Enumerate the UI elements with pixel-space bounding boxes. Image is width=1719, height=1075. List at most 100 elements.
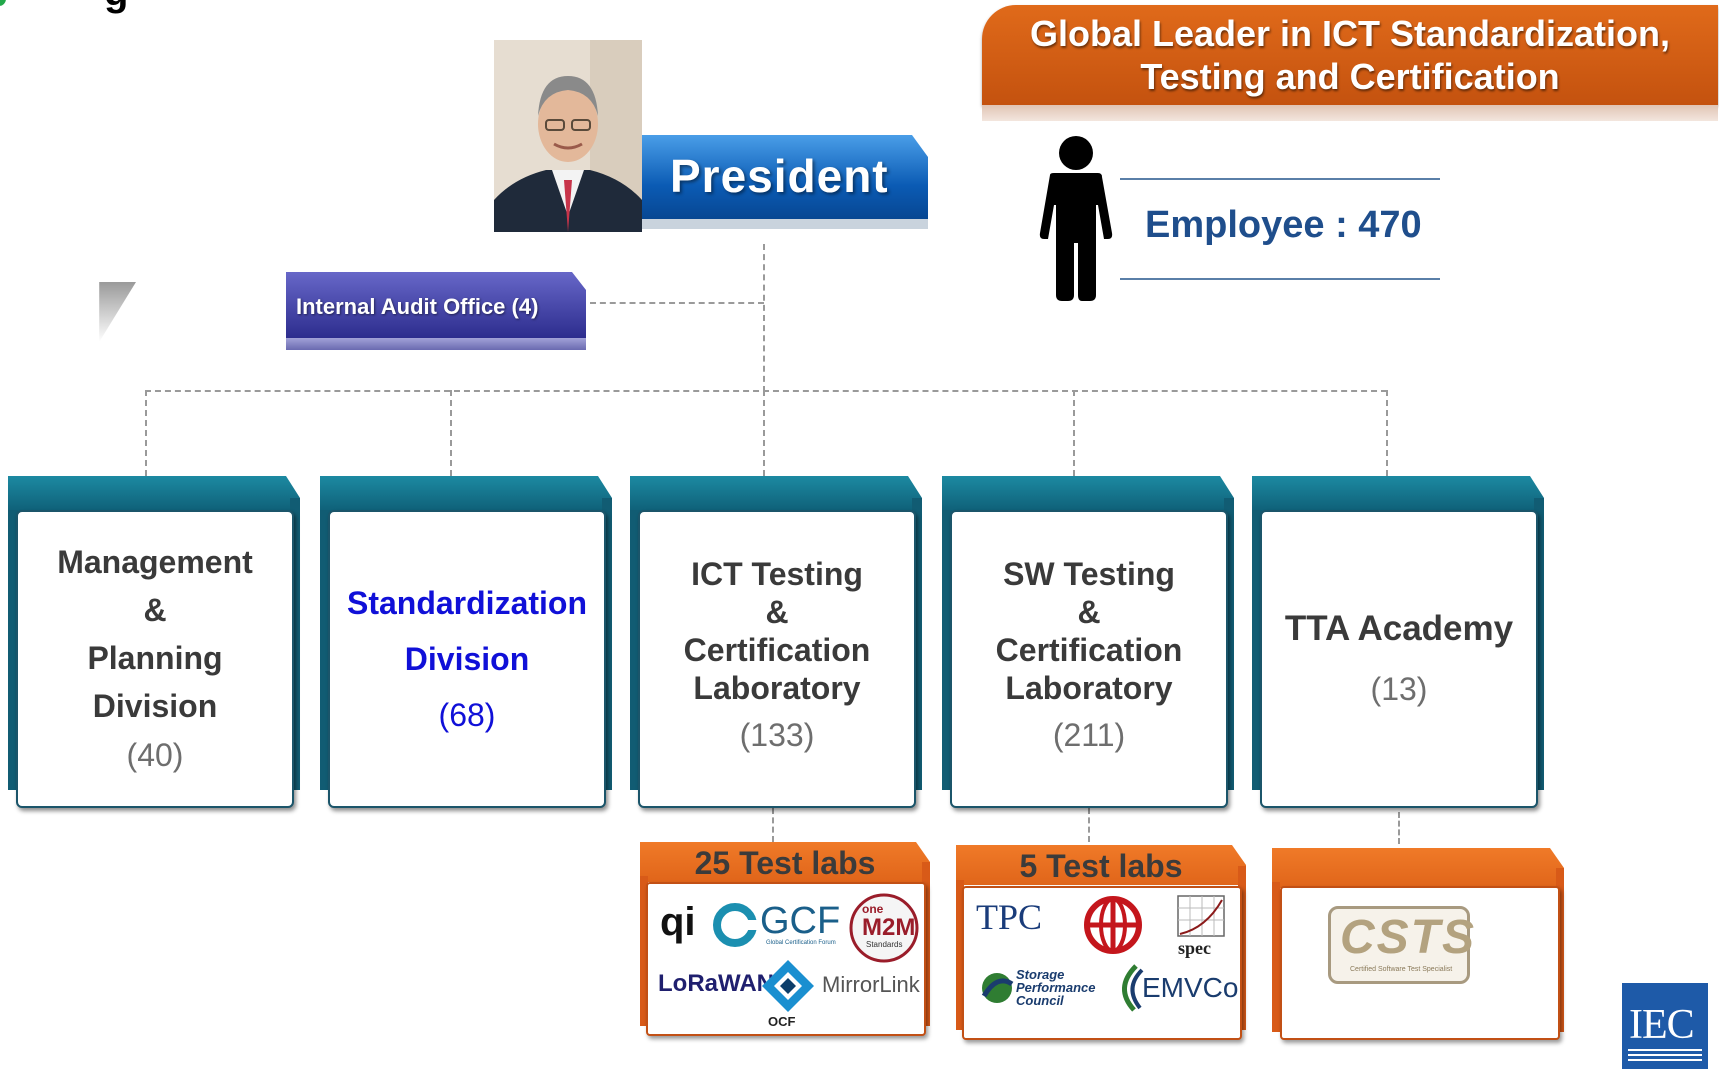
division-3-line-3: Certification bbox=[683, 632, 871, 668]
division-3-side bbox=[630, 510, 640, 790]
division-2-tab bbox=[320, 476, 612, 516]
spc-swirl-icon bbox=[981, 973, 1014, 1003]
division-standardization: Standardization Division (68) bbox=[328, 510, 606, 808]
division-2-side-right bbox=[602, 498, 612, 790]
lab-1-logos: qi GCF Global Certification Forum one M2… bbox=[646, 882, 926, 1036]
division-4-line-3: Certification bbox=[995, 632, 1183, 668]
ocf-logo: OCF bbox=[768, 1014, 796, 1029]
globe-logo-icon bbox=[1084, 896, 1142, 954]
connector-division-3 bbox=[763, 390, 765, 476]
division-4-tab bbox=[942, 476, 1234, 516]
division-1-side bbox=[8, 510, 18, 790]
division-5-side bbox=[1252, 510, 1262, 790]
division-2-side bbox=[320, 510, 330, 790]
connector-division-4 bbox=[1073, 390, 1075, 476]
division-5-line-1: TTA Academy bbox=[1284, 609, 1514, 648]
division-1-side-right bbox=[290, 498, 300, 790]
iec-logo: IEC bbox=[1622, 983, 1708, 1069]
division-3-line-2: & bbox=[765, 594, 789, 630]
division-1-tab bbox=[8, 476, 300, 516]
lab-3-header bbox=[1272, 848, 1564, 888]
division-4-count: (211) bbox=[1052, 717, 1126, 753]
division-4-line-4: Laboratory bbox=[1005, 670, 1173, 706]
division-sw-testing-lab: SW Testing & Certification Laboratory (2… bbox=[950, 510, 1228, 808]
president-box: President bbox=[642, 135, 928, 227]
portrait-image bbox=[494, 40, 642, 232]
division-2-count: (68) bbox=[438, 697, 496, 733]
gcf-subtitle: Global Certification Forum bbox=[766, 940, 836, 946]
internal-audit-box: Internal Audit Office (4) bbox=[286, 272, 586, 338]
connector-president-trunk bbox=[763, 244, 765, 392]
lab-2-side bbox=[956, 880, 964, 1030]
division-2-line-1: Standardization bbox=[346, 585, 587, 621]
iec-label: IEC bbox=[1629, 1002, 1695, 1048]
division-1-line-4: Division bbox=[92, 688, 218, 724]
csts-badge bbox=[1328, 906, 1470, 984]
president-label: President bbox=[670, 150, 889, 202]
banner-foot bbox=[982, 105, 1718, 121]
spec-logo: spec bbox=[1178, 938, 1211, 958]
internal-audit-label: Internal Audit Office (4) bbox=[296, 294, 539, 319]
employee-top-rule bbox=[1120, 178, 1440, 180]
decorative-wedge bbox=[99, 282, 136, 342]
internal-audit-box-foot bbox=[286, 338, 586, 350]
spc-line-2: Performance bbox=[1016, 980, 1096, 995]
division-1-line-3: Planning bbox=[87, 640, 223, 676]
division-4-line-2: & bbox=[1077, 594, 1101, 630]
connector-audit bbox=[590, 302, 764, 304]
division-4-line-1: SW Testing bbox=[1003, 556, 1175, 592]
spc-logo: Storage Performance Council bbox=[1016, 968, 1095, 1007]
spc-line-3: Council bbox=[1016, 993, 1064, 1008]
lorawan-logo: LoRaWAN bbox=[658, 970, 774, 997]
division-3-count: (133) bbox=[739, 717, 815, 753]
tpc-logo: TPC bbox=[976, 897, 1043, 937]
lab-3-side-right bbox=[1556, 868, 1564, 1032]
division-5-count: (13) bbox=[1370, 671, 1428, 707]
person-icon bbox=[1039, 136, 1113, 301]
lab-2-side-right bbox=[1238, 866, 1246, 1030]
onem2m-top: one bbox=[862, 902, 884, 916]
division-ict-testing-lab: ICT Testing & Certification Laboratory (… bbox=[638, 510, 916, 808]
employee-bottom-rule bbox=[1120, 278, 1440, 280]
division-1-count: (40) bbox=[126, 737, 184, 773]
connector-division-2 bbox=[450, 390, 452, 476]
employee-count: Employee : 470 bbox=[1145, 204, 1422, 246]
lab-1-side-right bbox=[922, 862, 930, 1026]
connector-division-1 bbox=[145, 390, 147, 476]
division-3-line-4: Laboratory bbox=[693, 670, 861, 706]
emvco-logo: EMVCo bbox=[1142, 972, 1239, 1003]
lab-3-logos: CSTS Certified Software Test Specialist bbox=[1280, 886, 1560, 1040]
division-3-side-right bbox=[912, 498, 922, 790]
president-box-foot bbox=[642, 219, 928, 229]
division-tta-academy: TTA Academy (13) bbox=[1260, 510, 1538, 808]
division-4-side-right bbox=[1224, 498, 1234, 790]
division-1-line-2: & bbox=[143, 592, 167, 628]
onem2m-badge-icon bbox=[849, 893, 919, 963]
gcf-logo: GCF bbox=[760, 900, 841, 942]
president-photo bbox=[494, 40, 642, 232]
lab-1-header: 25 Test labs bbox=[640, 842, 930, 882]
green-dot-icon bbox=[0, 0, 6, 6]
division-1-line-1: Management bbox=[57, 544, 253, 580]
banner-line-1: Global Leader in ICT Standardization, bbox=[1029, 13, 1671, 54]
banner-line-2: Testing and Certification bbox=[1140, 56, 1560, 97]
connector-lab-1 bbox=[772, 808, 774, 842]
division-management-planning: Management & Planning Division (40) bbox=[16, 510, 294, 808]
onem2m-subtitle: Standards bbox=[866, 940, 903, 949]
mirrorlink-logo: MirrorLink bbox=[822, 972, 920, 997]
csts-logo: CSTS bbox=[1340, 911, 1477, 964]
banner: Global Leader in ICT Standardization, Te… bbox=[982, 5, 1718, 105]
page-title-fragment: g bbox=[104, 0, 129, 15]
division-3-line-1: ICT Testing bbox=[691, 556, 863, 592]
connector-lab-2 bbox=[1088, 808, 1090, 842]
qi-logo: qi bbox=[660, 900, 696, 944]
lab-3-side bbox=[1272, 882, 1280, 1032]
division-5-tab bbox=[1252, 476, 1544, 516]
lab-1-side bbox=[640, 876, 648, 1026]
division-2-line-2: Division bbox=[404, 641, 530, 677]
csts-subtitle: Certified Software Test Specialist bbox=[1350, 966, 1453, 973]
connector-division-bus bbox=[145, 390, 1387, 392]
division-5-side-right bbox=[1534, 498, 1544, 790]
connector-lab-3 bbox=[1398, 812, 1400, 844]
ocf-diamond-icon bbox=[762, 960, 814, 1012]
